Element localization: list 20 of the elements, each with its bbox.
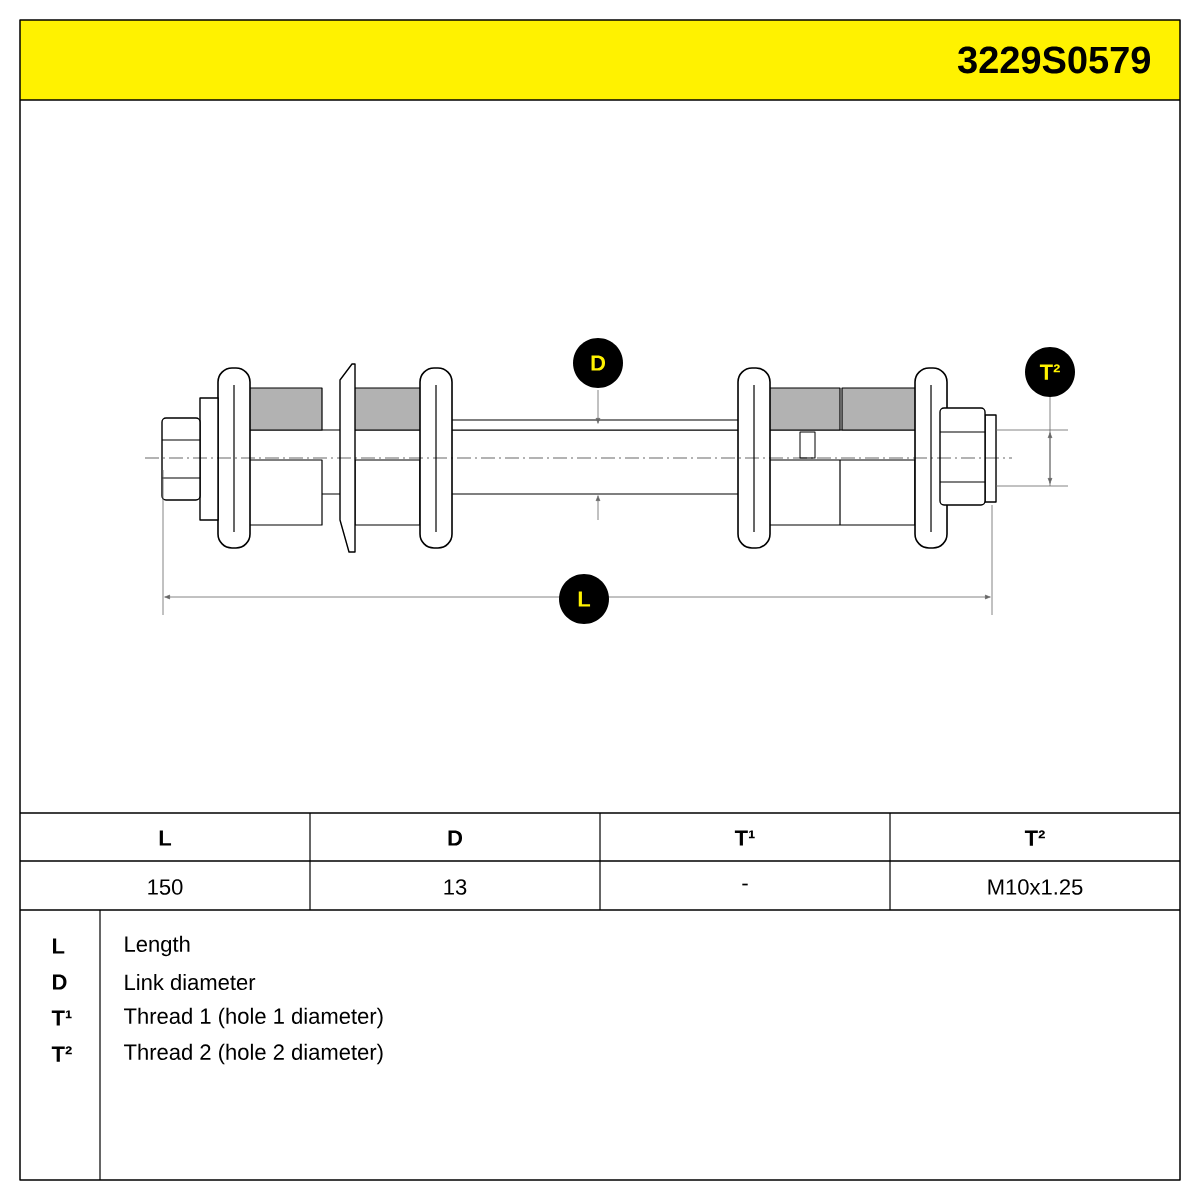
legend-key: T² — [51, 1046, 72, 1062]
callout-letter: T² — [1025, 347, 1075, 397]
legend-description: Link diameter — [125, 973, 256, 991]
legend-key: T¹ — [51, 1010, 72, 1026]
table-header: L — [159, 830, 172, 846]
table-value: 13 — [444, 879, 467, 895]
table-header: T¹ — [734, 830, 755, 846]
table-header: T² — [1024, 830, 1045, 846]
table-header: D — [448, 830, 462, 846]
legend-key: L — [53, 938, 65, 954]
callout-letter: L — [559, 574, 609, 624]
part-number: 3229S0579 — [957, 46, 1151, 74]
table-value: M10x1.25 — [988, 879, 1083, 895]
legend-description: Thread 1 (hole 1 diameter) — [124, 1007, 383, 1029]
callout-letter: D — [573, 338, 623, 388]
legend-key: D — [53, 974, 67, 990]
legend-description: Thread 2 (hole 2 diameter) — [124, 1043, 383, 1065]
legend-description: Length — [125, 935, 190, 957]
table-value: 150 — [148, 879, 183, 895]
table-value: - — [742, 883, 748, 886]
